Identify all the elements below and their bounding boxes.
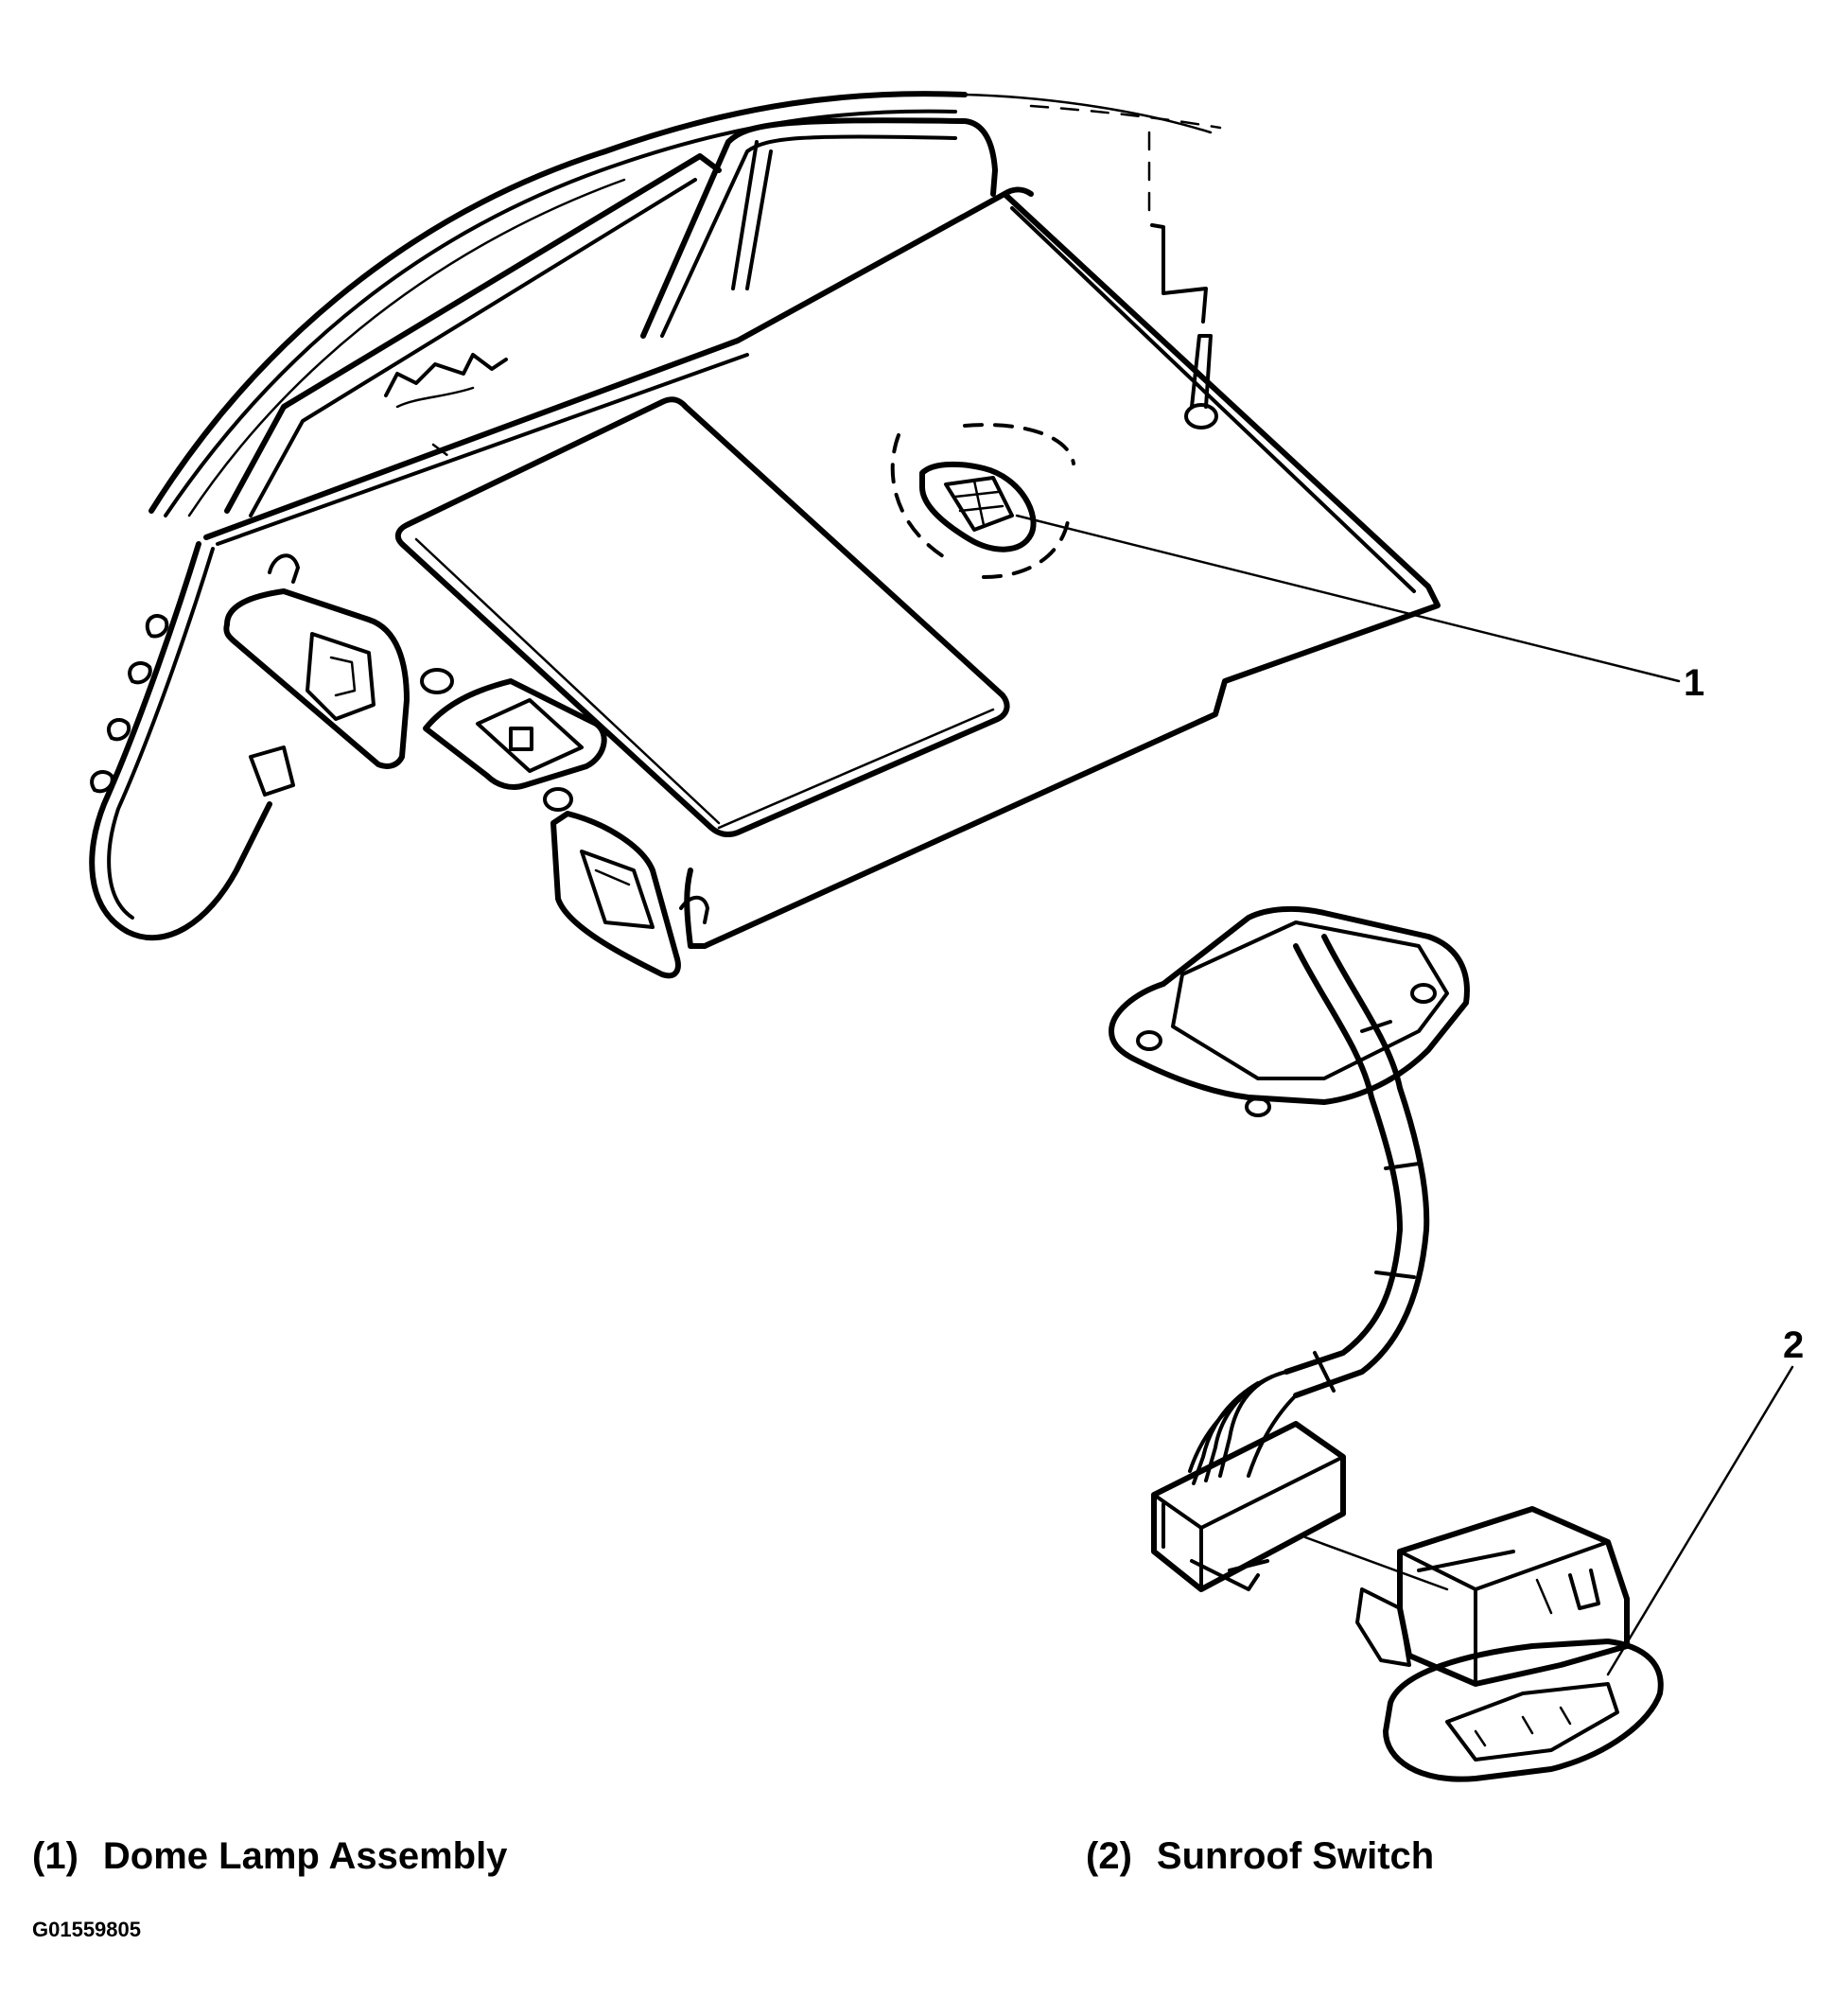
- headliner-panel: [203, 186, 1441, 949]
- headliner-diagram: 1 2: [89, 91, 1804, 1782]
- legend-label-1: Dome Lamp Assembly: [102, 1835, 508, 1877]
- switch-connector: [1151, 1421, 1449, 1592]
- callout-1: 1: [1684, 662, 1704, 704]
- sunroof-opening: [394, 396, 1010, 838]
- rear-fastener: [1147, 131, 1218, 429]
- left-wire-harness: [89, 541, 295, 941]
- roof-outline: [148, 91, 1222, 517]
- legend-label-2: Sunroof Switch: [1156, 1835, 1435, 1877]
- leader-lines: [1015, 514, 1794, 1676]
- switch-wire-harness: [1188, 934, 1430, 1485]
- legend-item-dome-lamp: (1) Dome Lamp Assembly: [32, 1835, 507, 1878]
- right-visor-bracket: [550, 811, 709, 979]
- leader-line-1: [1015, 514, 1681, 683]
- legend-item-sunroof-switch: (2) Sunroof Switch: [1086, 1835, 1434, 1878]
- dome-lamp: [890, 423, 1075, 579]
- figure-id: G01559805: [32, 1918, 141, 1941]
- center-visor-clip: [420, 668, 607, 812]
- legend-number-1: (1): [32, 1835, 79, 1877]
- callout-2: 2: [1783, 1324, 1804, 1366]
- left-visor-bracket: [223, 553, 410, 769]
- leader-line-2: [1606, 1365, 1794, 1676]
- switch-mounting-bezel: [1109, 905, 1470, 1117]
- legend-number-2: (2): [1086, 1835, 1132, 1877]
- sunroof-switch: [1355, 1506, 1664, 1782]
